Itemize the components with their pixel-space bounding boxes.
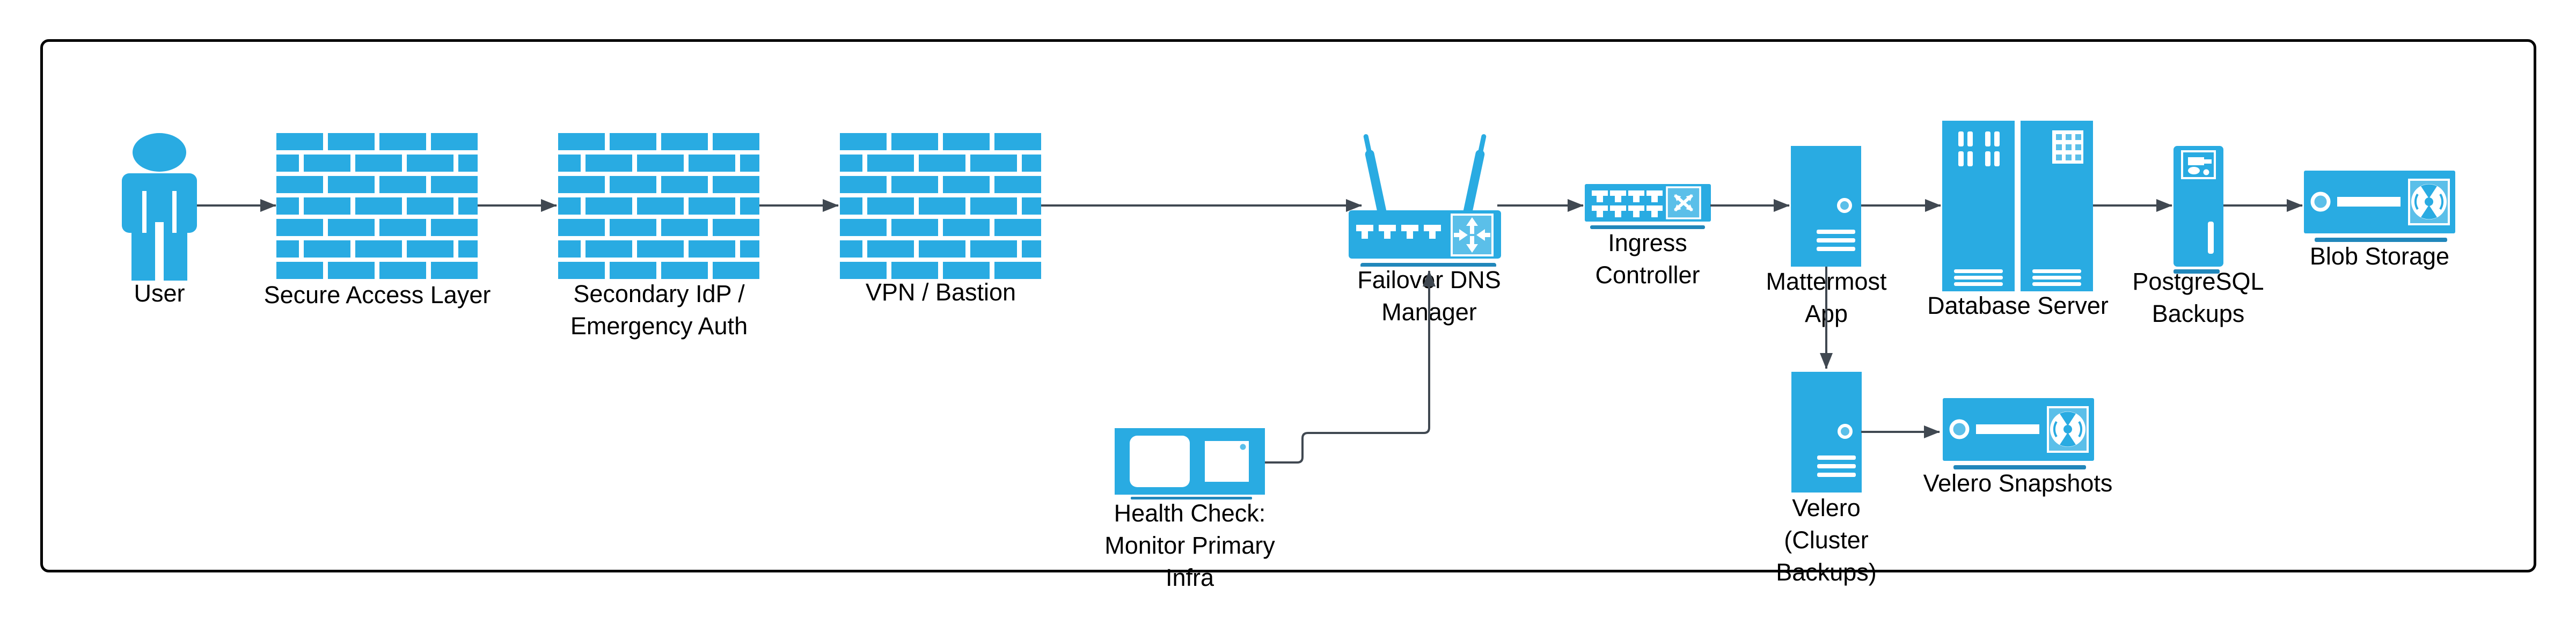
monitor-icon bbox=[1115, 428, 1265, 501]
storage-device-icon bbox=[1943, 398, 2094, 471]
node-label-secondary-idp: Secondary IdP / Emergency Auth bbox=[570, 280, 748, 340]
node-label-pg-backups: PostgreSQL Backups bbox=[2132, 268, 2264, 327]
node-secure-access bbox=[276, 133, 478, 279]
node-velero-snapshots bbox=[1943, 398, 2094, 471]
node-label-ingress: Ingress Controller bbox=[1595, 229, 1700, 289]
node-label-velero: Velero (Cluster Backups) bbox=[1776, 494, 1877, 586]
node-label-velero-snapshots: Velero Snapshots bbox=[1923, 469, 2113, 497]
firewall-icon bbox=[276, 133, 478, 279]
storage-device-icon bbox=[2304, 171, 2455, 243]
firewall-icon bbox=[840, 133, 1041, 279]
node-secondary-idp bbox=[558, 133, 759, 279]
node-label-secure-access: Secure Access Layer bbox=[264, 281, 491, 308]
node-user bbox=[122, 133, 197, 281]
node-label-blob: Blob Storage bbox=[2309, 242, 2450, 270]
node-label-vpn-bastion: VPN / Bastion bbox=[865, 278, 1016, 306]
node-label-user: User bbox=[134, 280, 185, 307]
firewall-icon bbox=[558, 133, 759, 279]
node-label-health-check: Health Check: Monitor Primary Infra bbox=[1104, 499, 1275, 591]
node-label-database: Database Server bbox=[1927, 292, 2109, 319]
node-vpn-bastion bbox=[840, 133, 1041, 279]
node-blob bbox=[2304, 171, 2455, 243]
node-health-check bbox=[1115, 428, 1265, 501]
person-icon bbox=[122, 133, 197, 281]
